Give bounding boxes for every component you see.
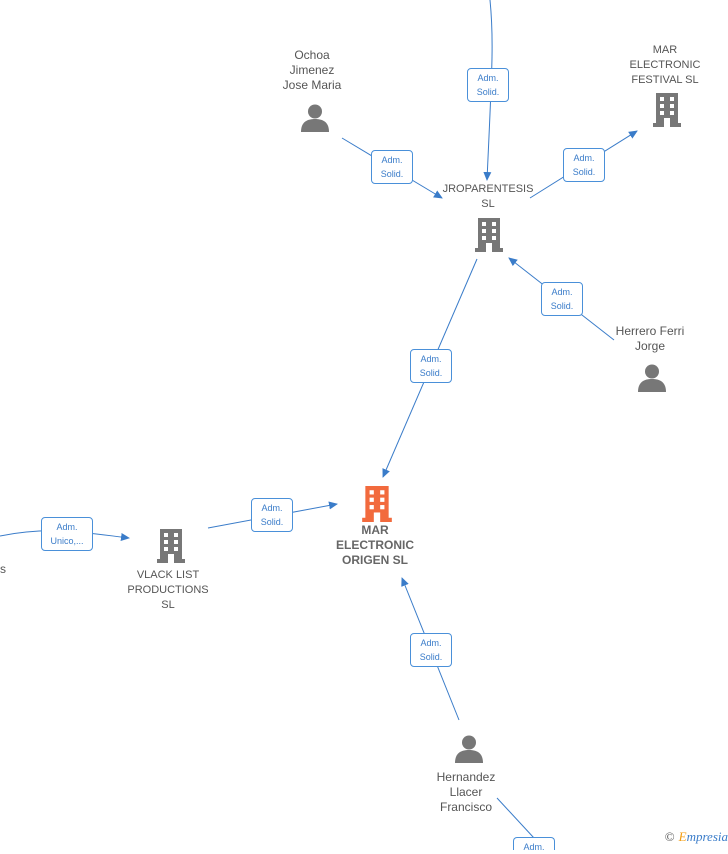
brand-initial: E xyxy=(678,829,687,844)
person-icon xyxy=(455,735,483,763)
node-label-left-cut[interactable]: s xyxy=(0,562,6,576)
building-icon xyxy=(157,529,185,563)
edge-top-to-jroparentesis xyxy=(483,0,493,181)
node-label-mar-origen[interactable]: MAR ELECTRONIC ORIGEN SL xyxy=(336,523,414,567)
edge-hernandez-bottom xyxy=(496,797,535,839)
edge-label-jroparentesis-to-festival[interactable]: Adm. Solid. xyxy=(563,148,605,182)
brand-name: mpresia xyxy=(686,829,728,844)
building-icon xyxy=(653,93,681,127)
node-label-hernandez[interactable]: Hernandez Llacer Francisco xyxy=(436,770,496,814)
edge-label-hernandez-to-origen[interactable]: Adm. Solid. xyxy=(410,633,452,667)
node-label-ochoa[interactable]: Ochoa Jimenez Jose Maria xyxy=(282,48,342,92)
edge-label-ochoa-to-jroparentesis[interactable]: Adm. Solid. xyxy=(371,150,413,184)
node-label-vlack[interactable]: VLACK LIST PRODUCTIONS SL xyxy=(127,569,209,611)
edge-label-jroparentesis-to-origen[interactable]: Adm. Solid. xyxy=(410,349,452,383)
person-icon xyxy=(301,104,329,132)
copyright-symbol: © xyxy=(664,829,675,844)
edge-label-vlack-to-origen[interactable]: Adm. Solid. xyxy=(251,498,293,532)
focus-building-icon xyxy=(362,486,392,522)
edge-label-herrero-to-jroparentesis[interactable]: Adm. Solid. xyxy=(541,282,583,316)
node-label-jroparentesis[interactable]: JROPARENTESIS SL xyxy=(442,183,534,210)
edge-label-left-to-vlack[interactable]: Adm. Unico,... xyxy=(41,517,93,551)
node-label-herrero[interactable]: Herrero Ferri Jorge xyxy=(615,324,685,353)
node-label-mar-festival[interactable]: MAR ELECTRONIC FESTIVAL SL xyxy=(629,44,701,86)
edge-label-top-to-jroparentesis[interactable]: Adm. Solid. xyxy=(467,68,509,102)
brand-watermark: ©Empresia xyxy=(665,829,728,845)
edge-label-hernandez-bottom[interactable]: Adm. xyxy=(513,837,555,852)
person-icon xyxy=(638,364,666,392)
building-icon xyxy=(475,218,503,252)
